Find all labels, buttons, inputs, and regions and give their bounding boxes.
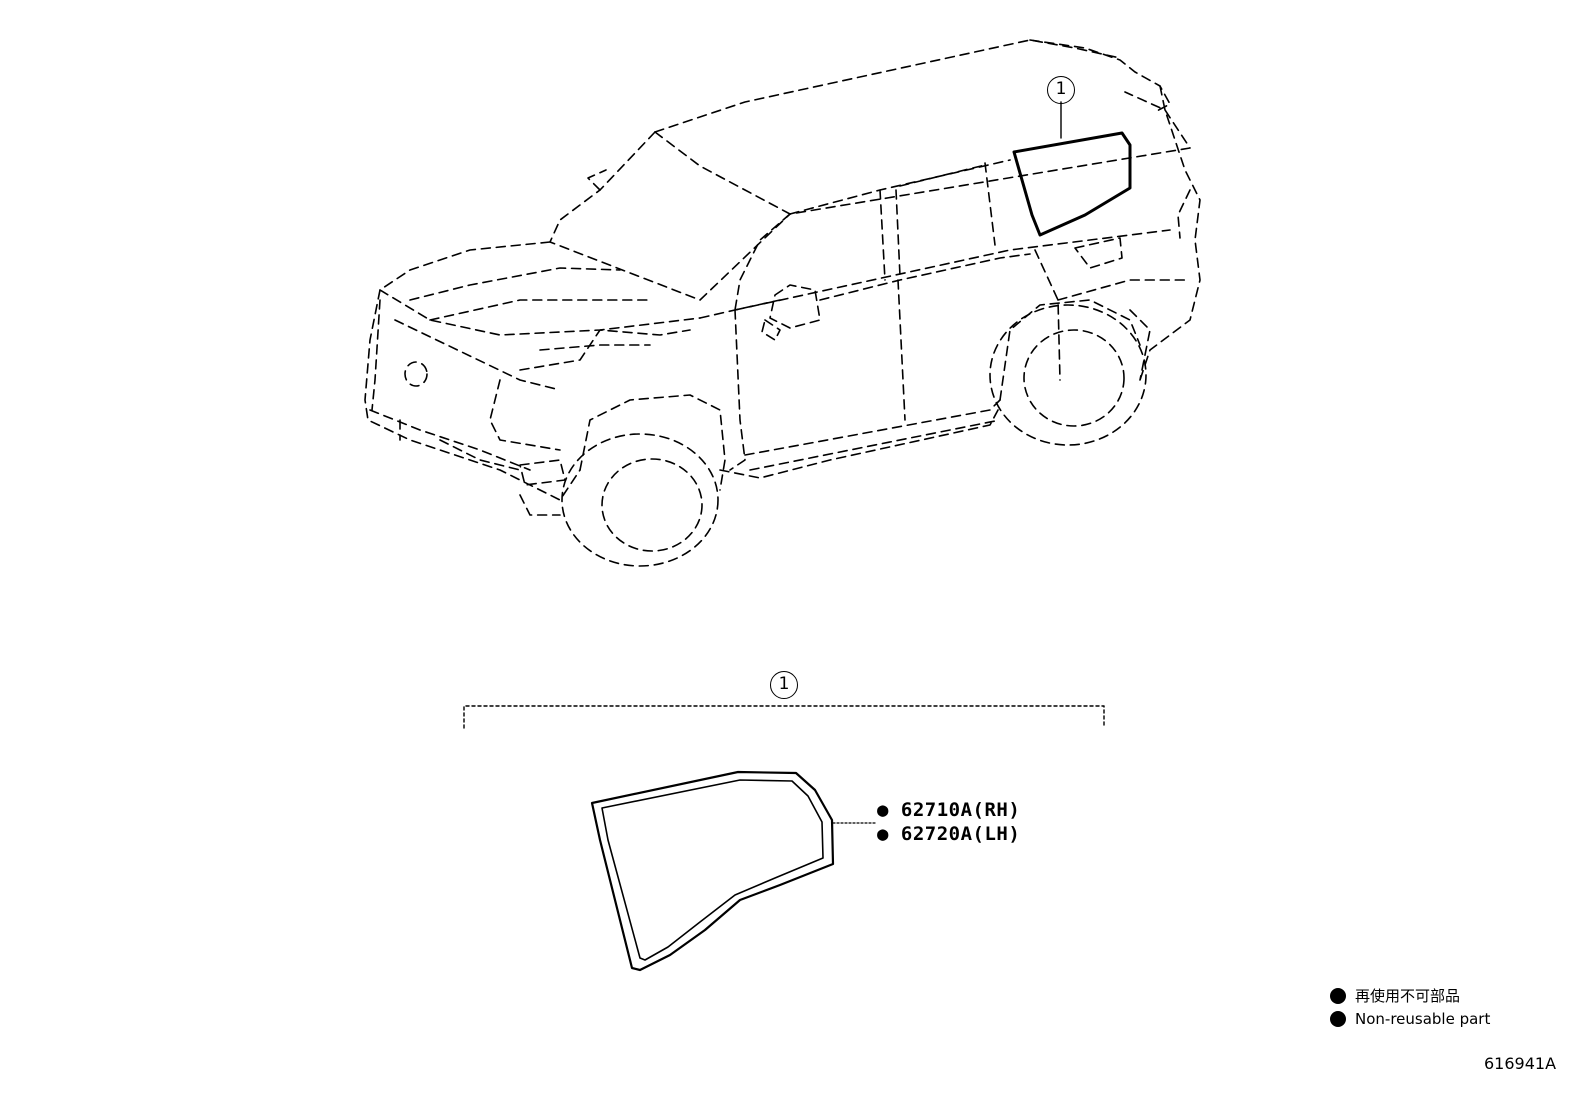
vehicle-illustration <box>364 39 1201 516</box>
legend-en-text: Non-reusable part <box>1355 1010 1491 1028</box>
part-number-rh: ● 62710A(RH) <box>877 799 1020 821</box>
legend-jp: 再使用不可部品 <box>1330 985 1460 1006</box>
quarter-glass-part <box>590 770 835 972</box>
quarter-window-highlight <box>1012 131 1132 237</box>
legend-en: Non-reusable part <box>1330 1010 1490 1028</box>
bullet-icon <box>1330 1011 1346 1027</box>
part-number-lh: ● 62720A(LH) <box>877 823 1020 845</box>
vehicle-callout: 1 <box>1047 76 1075 104</box>
part-number-text: 62710A(RH) <box>900 799 1021 821</box>
document-id: 616941A <box>1484 1054 1557 1073</box>
non-reusable-marker-icon: ● <box>877 823 889 845</box>
bullet-icon <box>1330 987 1346 1004</box>
group-callout: 1 <box>770 671 798 699</box>
legend-jp-text: 再使用不可部品 <box>1355 987 1461 1005</box>
non-reusable-marker-icon: ● <box>877 799 889 821</box>
vehicle-wheels <box>404 304 1147 567</box>
group-bracket <box>463 705 1105 729</box>
part-number-text: 62720A(LH) <box>900 823 1021 845</box>
